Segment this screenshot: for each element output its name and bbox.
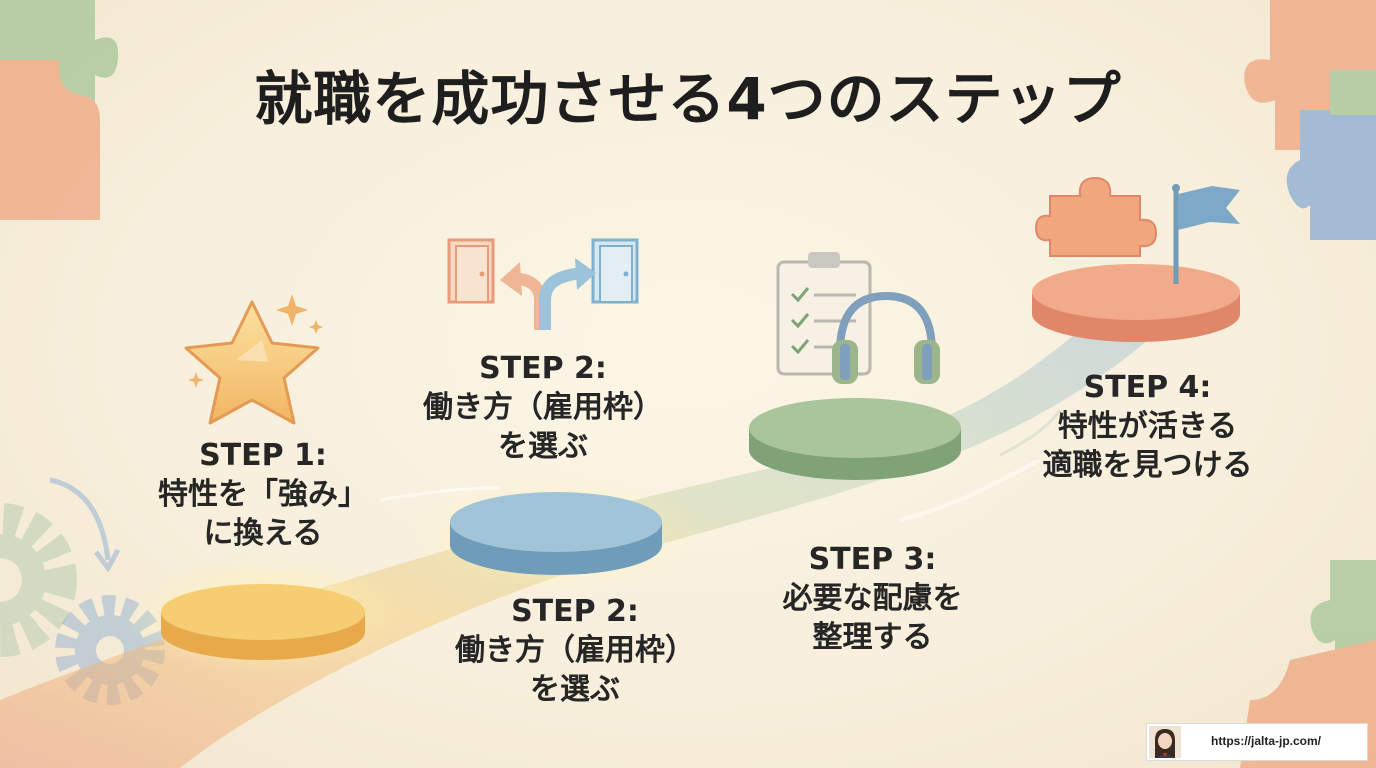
step-2-line-2-upper: を選ぶ [498, 429, 588, 464]
platform-step-2 [405, 475, 705, 595]
step-1-line-2: に換える [203, 516, 323, 551]
footer-badge: https://jalta-jp.com/ [1146, 723, 1368, 761]
puzzle-piece-icon [0, 0, 119, 220]
step-2-line-1-lower: 働き方（雇用枠） [455, 633, 695, 668]
footer-url-link[interactable]: https://jalta-jp.com/ [1211, 734, 1322, 748]
step-1-label: STEP 1: 特性を「強み」 に換える [118, 436, 408, 553]
avatar [1149, 726, 1181, 758]
step-3-heading: STEP 3: [808, 542, 937, 577]
step-4-line-1: 特性が活きる [1057, 409, 1238, 444]
platform-step-3 [749, 398, 961, 480]
headphones-icon [832, 291, 940, 384]
step-1-line-1: 特性を「強み」 [158, 477, 368, 512]
step-2-heading-lower: STEP 2: [511, 594, 639, 629]
platform-step-4 [1032, 264, 1240, 342]
step-4-label: STEP 4: 特性が活きる 適職を見つける [1015, 368, 1280, 485]
step-1-heading: STEP 1: [199, 438, 327, 473]
step-3-line-1: 必要な配慮を [782, 581, 963, 616]
step-2-label-upper: STEP 2: 働き方（雇用枠） を選ぶ [388, 349, 698, 466]
star-icon [184, 300, 320, 425]
puzzle-piece-icon [1244, 0, 1376, 240]
step-3-line-2: 整理する [812, 620, 933, 655]
door-icon [447, 238, 495, 304]
step-3-label: STEP 3: 必要な配慮を 整理する [750, 540, 995, 657]
step-2-label-lower: STEP 2: 働き方（雇用枠） を選ぶ [420, 592, 730, 709]
page-title: 就職を成功させる4つのステップ [254, 65, 1122, 133]
flag-icon [1172, 184, 1240, 284]
step-2-heading-upper: STEP 2: [479, 351, 607, 386]
step-2-line-1-upper: 働き方（雇用枠） [423, 390, 663, 425]
step-4-line-2: 適職を見つける [1042, 448, 1253, 483]
platform-step-1 [123, 555, 403, 675]
gear-icon [0, 503, 77, 657]
step-4-heading: STEP 4: [1083, 370, 1212, 405]
arrow-icon [500, 258, 596, 330]
puzzle-piece-icon [1034, 176, 1158, 257]
door-icon [591, 238, 639, 304]
sparkle-icon [188, 294, 323, 388]
step-2-line-2-lower: を選ぶ [530, 672, 620, 707]
arrow-icon [49, 477, 111, 561]
